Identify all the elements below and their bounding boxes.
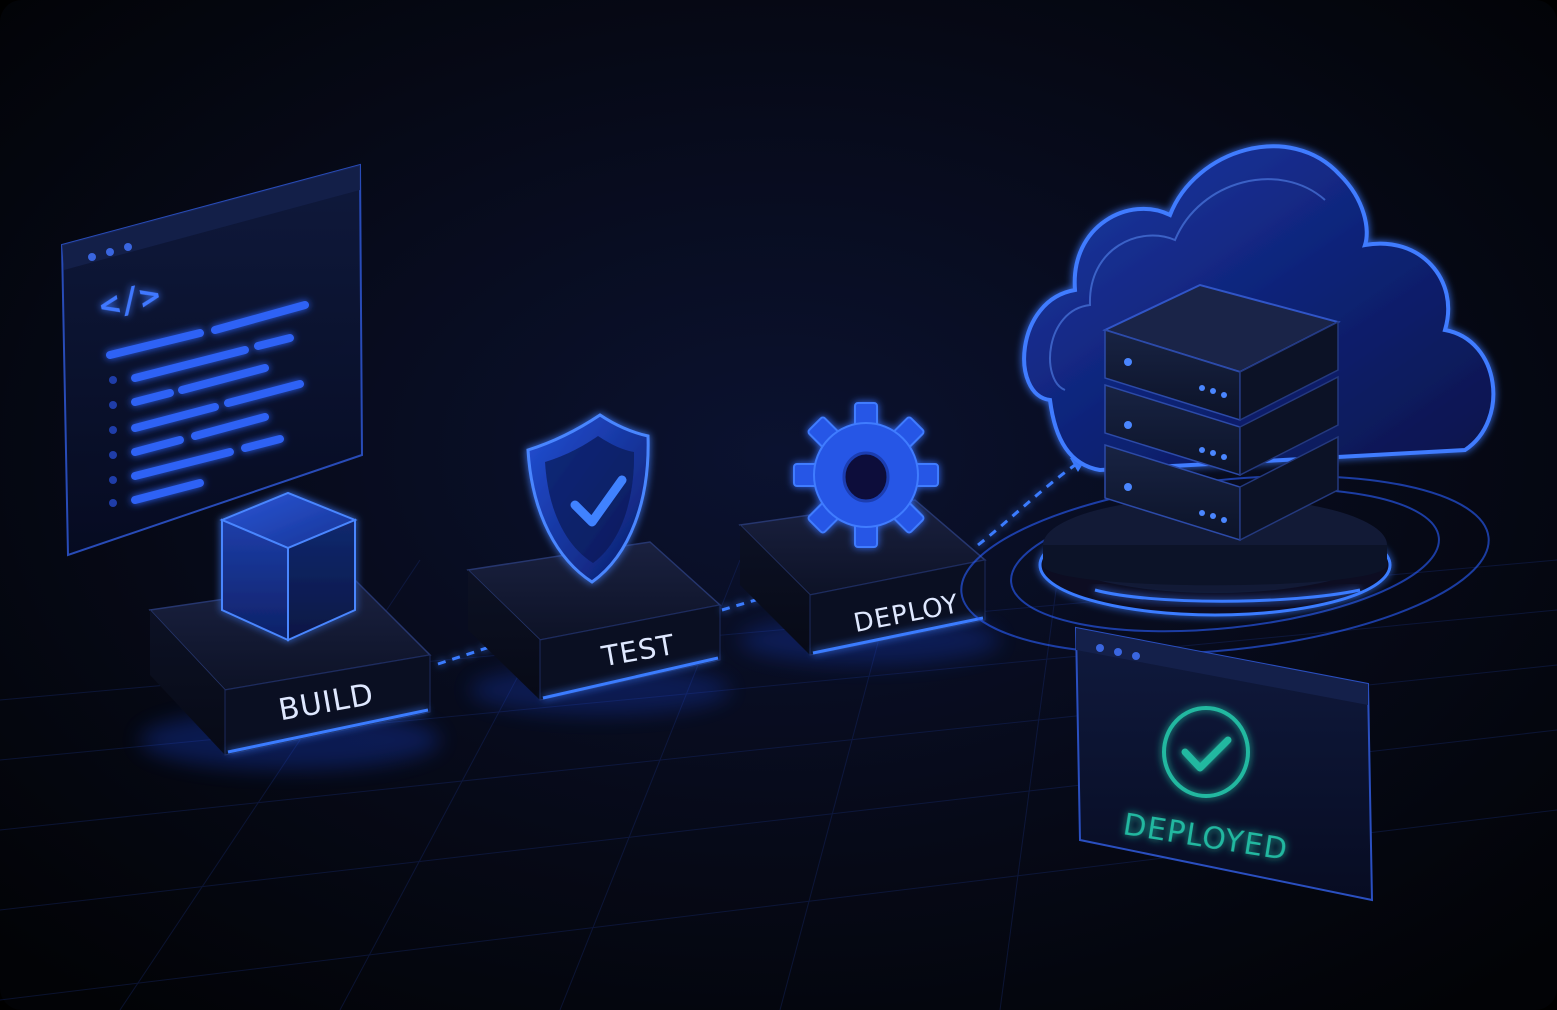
check-circle-icon: [1162, 706, 1250, 798]
window-dot-icon: [1132, 652, 1140, 660]
shield-check-icon: [526, 413, 650, 584]
server-stack: [1102, 283, 1341, 542]
stage-build: BUILD: [140, 491, 440, 770]
flow-arrow: [977, 463, 1076, 547]
window-dot-icon: [124, 243, 132, 251]
cube-icon: [219, 491, 358, 642]
code-window: </>: [60, 163, 364, 557]
flow-arrow: [437, 640, 506, 666]
window-dot-icon: [106, 248, 114, 256]
window-dot-icon: [1096, 644, 1104, 652]
window-dot-icon: [88, 253, 96, 261]
stage-test: TEST: [466, 413, 730, 715]
cloud-server-icon: [1022, 144, 1496, 617]
window-dot-icon: [1114, 648, 1122, 656]
deployed-status-window: DEPLOYED: [1074, 626, 1374, 902]
code-lines: [106, 301, 309, 504]
gear-icon: [793, 402, 939, 548]
stage-deploy: DEPLOY: [738, 402, 1000, 665]
